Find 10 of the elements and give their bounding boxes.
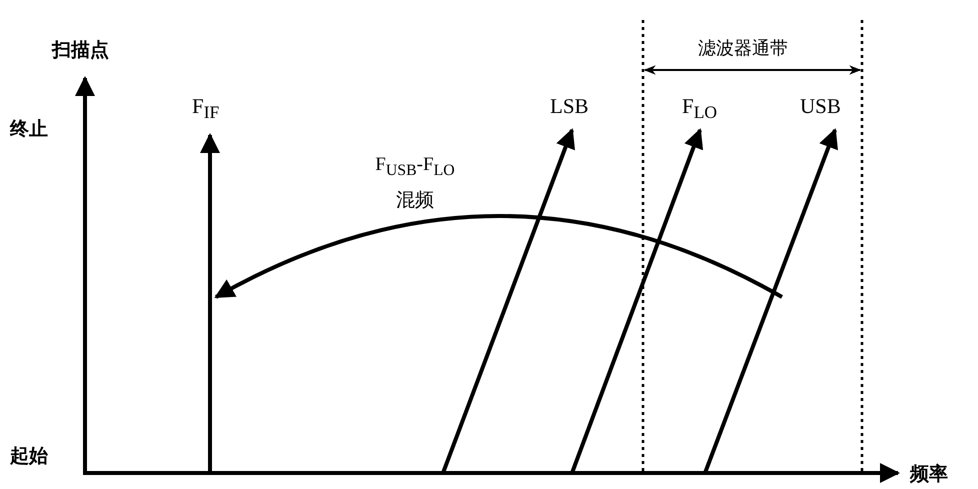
axis-title: 扫描点 [52,38,109,63]
passband-label: 滤波器通带 [698,37,788,60]
tick-label: 起始 [10,444,48,469]
trace-label: USB [800,94,841,119]
axis-title: 频率 [910,462,948,487]
trace-label: F$_{LO}$ [682,94,718,124]
annotation-label: F$_{USB}$-F$_{LO}$ 混频 [374,153,456,213]
tick-label: 终止 [10,117,48,142]
trace-label: LSB [550,94,589,119]
trace-label: F$_{IF}$ [192,94,220,124]
